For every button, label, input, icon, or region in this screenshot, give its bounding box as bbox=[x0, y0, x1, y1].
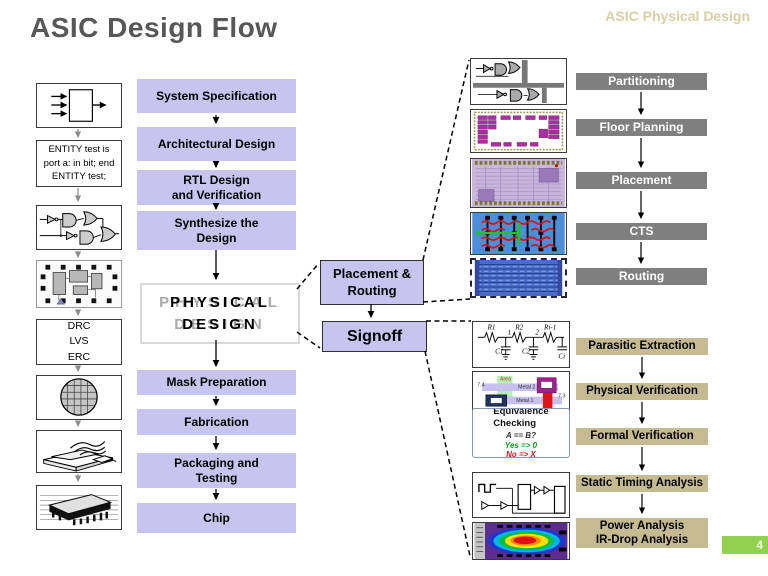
signoff-step-formal-verification: Formal Verification bbox=[576, 428, 708, 445]
rc-label-c2: C2 bbox=[522, 348, 531, 356]
flow-step-label: System Specification bbox=[156, 88, 277, 103]
layout-image bbox=[36, 260, 122, 308]
page-number-badge: 4 bbox=[722, 536, 768, 554]
step-label: Parasitic Extraction bbox=[588, 340, 696, 353]
step-label: Routing bbox=[618, 269, 665, 283]
wafer-icon bbox=[60, 378, 98, 416]
gate-schematic-image bbox=[36, 205, 122, 250]
step-label: Partitioning bbox=[608, 74, 675, 88]
step-label: Physical Verification bbox=[586, 385, 698, 398]
signoff-label: Signoff bbox=[346, 327, 403, 345]
packaging-image bbox=[36, 430, 122, 473]
header-label: ASIC Physical Design bbox=[605, 8, 750, 24]
physical-design-ghost-text: PHYSICAL DESIGN bbox=[159, 293, 283, 333]
physver-label-d2: 7.3 bbox=[558, 394, 565, 400]
flow-step-label: Architectural Design bbox=[157, 136, 276, 151]
drc-lvs-erc-box: DRC LVS ERC bbox=[36, 319, 122, 365]
partitioned-gates-icon bbox=[473, 59, 564, 104]
entity-code-box: ENTITY test is port a: in bit; end ENTIT… bbox=[36, 140, 122, 187]
equivalence-no: No => X bbox=[506, 450, 536, 458]
signoff-step-static-timing-analysis: Static Timing Analysis bbox=[576, 475, 708, 492]
pr-step-cts: CTS bbox=[576, 223, 707, 240]
routed-die-icon bbox=[474, 260, 563, 296]
flow-step-label: Mask Preparation bbox=[166, 375, 267, 389]
flow-step-fabrication: Fabrication bbox=[137, 409, 296, 435]
pr-step-floor-planning: Floor Planning bbox=[576, 119, 707, 136]
page-number: 4 bbox=[756, 538, 763, 552]
packaging-icon bbox=[43, 441, 117, 472]
placement-routing-label: Placement & Routing bbox=[332, 266, 412, 298]
pr-step-placement: Placement bbox=[576, 172, 707, 189]
floorplan-image bbox=[470, 109, 567, 153]
physical-design-label: PHYSICAL DESIGN bbox=[170, 293, 270, 333]
flow-step-packaging-testing: Packaging and Testing bbox=[137, 453, 296, 488]
placement-routing-box: Placement & Routing bbox=[320, 260, 424, 305]
rc-network-image: R1 R2 Ri-1 1 2 C1 C2 Ci bbox=[472, 321, 570, 368]
rc-label-ci: Ci bbox=[558, 352, 565, 360]
pr-step-partitioning: Partitioning bbox=[576, 73, 707, 90]
signoff-box: Signoff bbox=[322, 321, 427, 352]
partitioning-image bbox=[470, 58, 567, 105]
signoff-step-power-analysis: Power Analysis IR-Drop Analysis bbox=[576, 518, 708, 548]
physical-design-box: PHYSICAL DESIGN PHYSICAL DESIGN bbox=[140, 283, 300, 344]
rc-label-n1: 1 bbox=[508, 328, 512, 336]
sta-circuit-image bbox=[472, 472, 570, 518]
flow-step-chip: Chip bbox=[137, 503, 296, 533]
flow-step-label: Fabrication bbox=[184, 414, 249, 429]
chip-package-icon bbox=[39, 494, 119, 526]
flow-step-label: Chip bbox=[203, 510, 230, 525]
block-diagram-image bbox=[36, 83, 122, 128]
layout-icon bbox=[37, 261, 121, 307]
routing-image bbox=[470, 258, 567, 298]
floorplan-icon bbox=[473, 111, 564, 151]
flow-step-rtl-design: RTL Design and Verification bbox=[137, 170, 296, 205]
step-label: Power Analysis IR-Drop Analysis bbox=[595, 519, 689, 546]
heatmap-icon bbox=[474, 523, 568, 559]
rc-label-r2: R2 bbox=[514, 324, 523, 332]
block-diagram-icon bbox=[51, 89, 107, 122]
physver-label-metal1: Metal 1 bbox=[516, 398, 533, 404]
logic-gates-icon bbox=[39, 211, 120, 245]
wafer-image bbox=[36, 375, 122, 420]
timing-circuit-icon bbox=[478, 483, 566, 514]
equivalence-checking-image: Equivalence Checking A == B? Yes => 0 No… bbox=[472, 408, 570, 458]
placement-image bbox=[470, 158, 567, 208]
physver-label-metal2: Metal 2 bbox=[518, 385, 535, 391]
pr-step-routing: Routing bbox=[576, 268, 707, 285]
drc-layers-icon: Area Metal 2 Metal 1 7.4 7.3 bbox=[477, 375, 565, 411]
flow-step-synthesize: Synthesize the Design bbox=[137, 211, 296, 250]
rc-label-ri: Ri-1 bbox=[543, 324, 556, 332]
rc-label-r1: R1 bbox=[486, 324, 495, 332]
signoff-step-physical-verification: Physical Verification bbox=[576, 383, 708, 400]
physver-label-d1: 7.4 bbox=[477, 382, 484, 388]
signoff-step-parasitic-extraction: Parasitic Extraction bbox=[576, 338, 708, 355]
chip-package-image bbox=[36, 485, 122, 530]
flow-step-label: Packaging and Testing bbox=[174, 455, 259, 485]
ir-drop-heatmap-image bbox=[472, 522, 570, 560]
flow-step-label: RTL Design and Verification bbox=[171, 172, 262, 202]
placed-die-icon bbox=[471, 159, 566, 207]
step-label: CTS bbox=[629, 224, 654, 238]
physical-verification-image: Area Metal 2 Metal 1 7.4 7.3 bbox=[472, 371, 570, 412]
flow-step-system-specification: System Specification bbox=[137, 79, 296, 113]
flow-step-mask-preparation: Mask Preparation bbox=[137, 370, 296, 395]
equivalence-yes: Yes => 0 bbox=[504, 440, 538, 450]
rc-label-n2: 2 bbox=[535, 328, 539, 336]
equivalence-question: A == B? bbox=[506, 431, 536, 440]
rc-network-icon: R1 R2 Ri-1 1 2 C1 C2 Ci bbox=[477, 324, 567, 360]
rc-label-c1: C1 bbox=[495, 348, 503, 356]
page-title: ASIC Design Flow bbox=[30, 12, 278, 43]
step-label: Floor Planning bbox=[599, 120, 684, 134]
flow-step-label: Synthesize the Design bbox=[174, 215, 259, 245]
flow-step-architectural-design: Architectural Design bbox=[137, 127, 296, 161]
cts-image bbox=[470, 212, 567, 255]
step-label: Static Timing Analysis bbox=[580, 477, 704, 490]
physver-label-area: Area bbox=[500, 377, 511, 383]
dashed-connectors bbox=[296, 59, 471, 557]
step-label: Formal Verification bbox=[590, 430, 694, 443]
step-label: Placement bbox=[611, 173, 672, 187]
equivalence-title: Equivalence Checking bbox=[493, 408, 549, 429]
clock-tree-icon bbox=[472, 213, 565, 254]
